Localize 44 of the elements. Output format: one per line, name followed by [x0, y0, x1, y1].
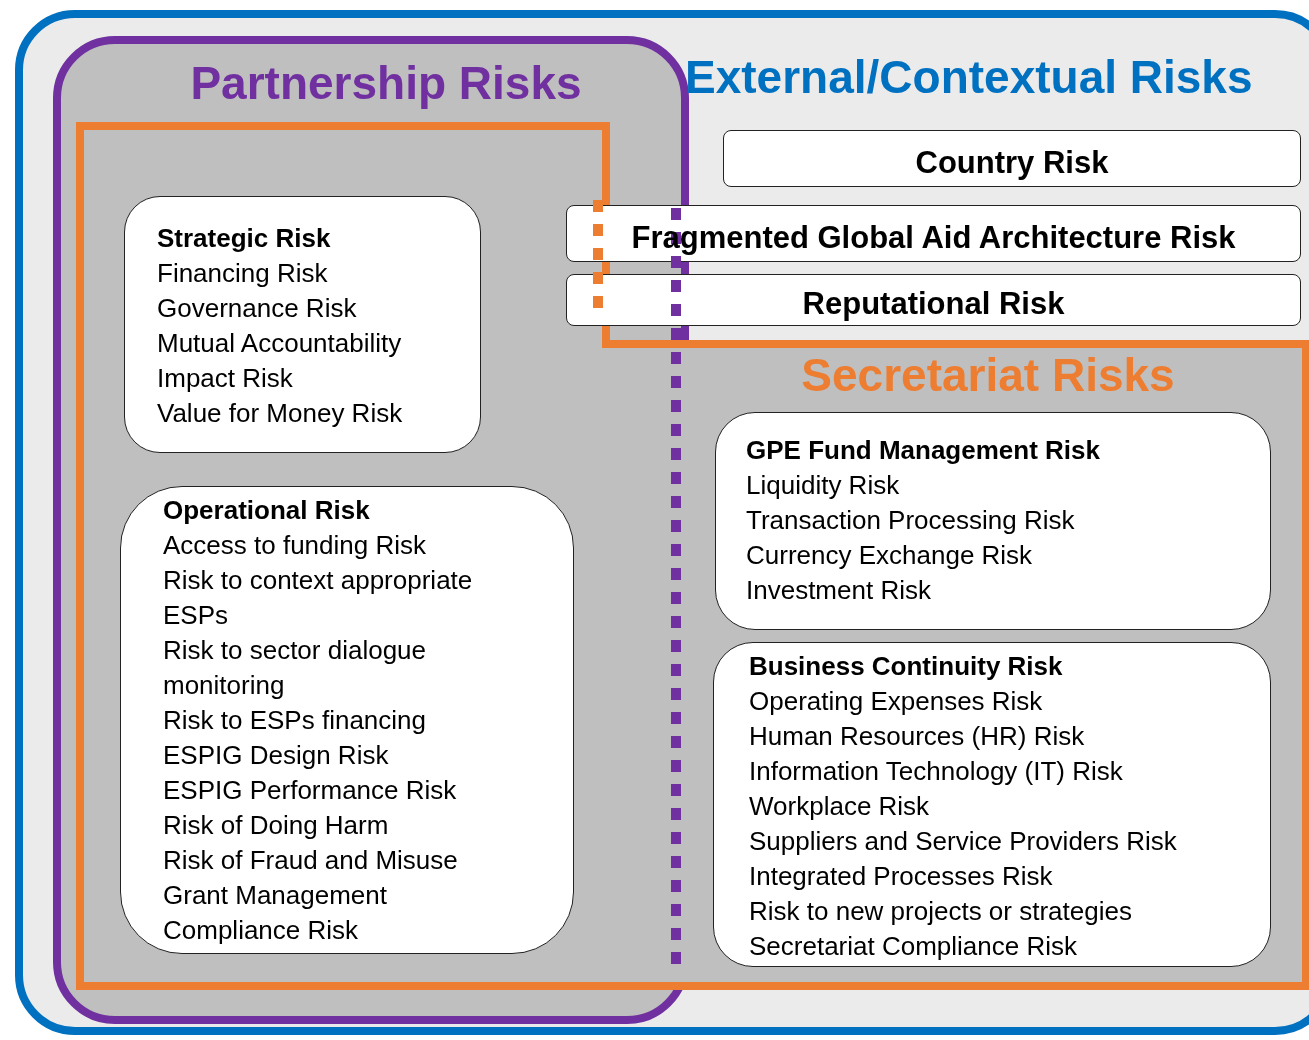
region-outline	[15, 10, 1309, 1035]
risk-item: Mutual Accountability	[157, 327, 402, 360]
risk-item: Access to funding Risk	[163, 529, 426, 562]
risk-item: Liquidity Risk	[746, 469, 900, 502]
risk-item: Value for Money Risk	[157, 397, 403, 430]
risk-item: Secretariat Compliance Risk	[749, 930, 1077, 963]
risk-box	[566, 205, 1301, 262]
box-heading: Country Risk	[915, 144, 1109, 181]
risk-item: Human Resources (HR) Risk	[749, 720, 1085, 753]
box-heading: Strategic Risk	[157, 222, 331, 255]
risk-item: Information Technology (IT) Risk	[749, 755, 1123, 788]
risk-box	[124, 196, 481, 453]
box-heading: Operational Risk	[163, 494, 370, 527]
risk-box	[715, 412, 1271, 630]
region-title: Secretariat Risks	[800, 348, 1176, 402]
risk-item: Risk to ESPs financing	[163, 704, 426, 737]
risk-item: Transaction Processing Risk	[746, 504, 1075, 537]
risk-item: Risk to sector dialogue monitoring	[163, 634, 428, 702]
risk-box	[120, 486, 574, 954]
risk-item: Risk to context appropriate ESPs	[163, 564, 474, 632]
box-heading: Business Continuity Risk	[749, 650, 1063, 683]
risk-box	[723, 130, 1301, 187]
risk-item: Governance Risk	[157, 292, 357, 325]
risk-item: Investment Risk	[746, 574, 931, 607]
region-title: External/Contextual Risks	[685, 50, 1253, 104]
box-heading: Reputational Risk	[802, 286, 1065, 322]
risk-item: ESPIG Performance Risk	[163, 774, 457, 807]
box-heading: Fragmented Global Aid Architecture Risk	[631, 219, 1236, 256]
risk-item: Integrated Processes Risk	[749, 860, 1053, 893]
risk-item: Risk of Fraud and Misuse	[163, 844, 458, 877]
risk-item: ESPIG Design Risk	[163, 739, 389, 772]
risk-item: Risk to new projects or strategies	[749, 895, 1132, 928]
risk-item: Grant Management Compliance Risk	[163, 879, 388, 947]
risk-item: Risk of Doing Harm	[163, 809, 389, 842]
risk-item: Impact Risk	[157, 362, 293, 395]
risk-item: Financing Risk	[157, 257, 328, 290]
risk-item: Workplace Risk	[749, 790, 930, 823]
box-heading: GPE Fund Management Risk	[746, 434, 1100, 467]
risk-item: Operating Expenses Risk	[749, 685, 1043, 718]
risk-box	[713, 642, 1271, 967]
risk-box	[566, 274, 1301, 326]
risk-item: Suppliers and Service Providers Risk	[749, 825, 1177, 858]
risk-item: Currency Exchange Risk	[746, 539, 1033, 572]
region-title: Partnership Risks	[189, 56, 583, 110]
